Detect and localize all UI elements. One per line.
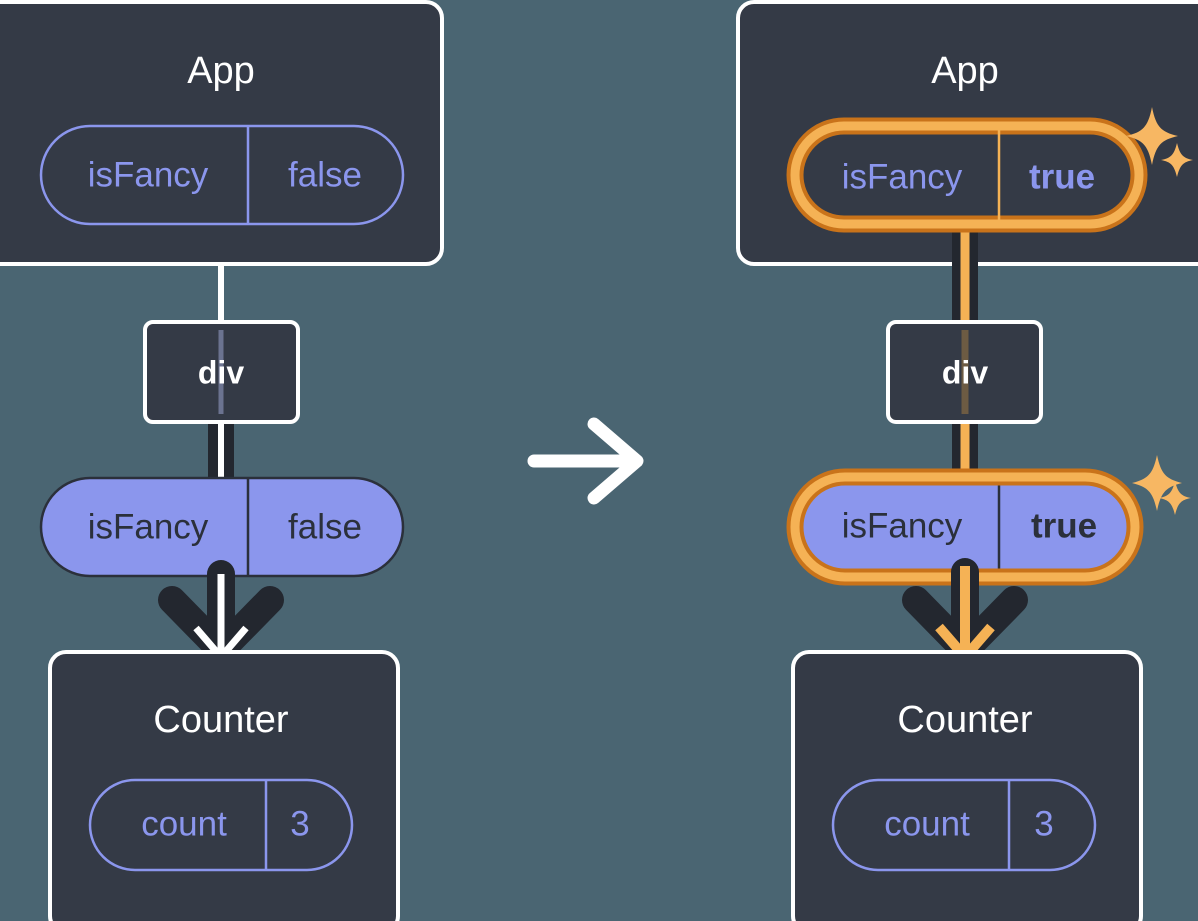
before-prop-pill: isFancy false — [39, 476, 405, 578]
after-counter-pill-value: 3 — [1034, 804, 1053, 843]
before-counter-card: Counter — [48, 650, 400, 921]
after-counter-state-pill: count 3 — [831, 778, 1097, 872]
before-div-box: div — [143, 320, 300, 424]
before-div-label: div — [198, 354, 244, 390]
after-app-pill-name: isFancy — [842, 157, 963, 196]
after-prop-pill-value: true — [1031, 506, 1097, 545]
before-app-card: App — [0, 0, 444, 266]
before-prop-pill-value: false — [288, 507, 362, 546]
after-diagram: App isFancy true — [736, 0, 1198, 921]
before-app-pill-value: false — [288, 155, 362, 194]
after-app-title: App — [931, 50, 999, 92]
after-counter-pill-name: count — [884, 804, 970, 843]
before-app-title: App — [187, 50, 255, 92]
sparkle-app-small — [1161, 143, 1193, 177]
transition-arrow-icon — [527, 417, 644, 505]
after-div-box: div — [886, 320, 1043, 424]
before-counter-title: Counter — [153, 699, 289, 741]
before-arrow-to-counter — [158, 560, 284, 664]
sparkle-prop-small — [1159, 481, 1191, 515]
before-counter-state-pill: count 3 — [88, 778, 354, 872]
after-app-pill-value: true — [1029, 157, 1095, 196]
sparkle-app-large — [1126, 107, 1178, 165]
after-div-label: div — [942, 354, 988, 390]
after-app-pill-highlight-inner — [790, 121, 1144, 229]
after-app-state-pill: isFancy true — [786, 117, 1148, 233]
before-diagram: App isFancy false div isFancy false — [0, 0, 444, 921]
before-app-pill-name: isFancy — [88, 155, 209, 194]
after-counter-card: Counter — [791, 650, 1143, 921]
after-prop-pill-name: isFancy — [842, 506, 963, 545]
before-prop-pill-name: isFancy — [88, 507, 209, 546]
after-counter-title: Counter — [897, 699, 1033, 741]
before-app-state-pill: isFancy false — [39, 124, 405, 226]
before-counter-pill-value: 3 — [290, 804, 309, 843]
sparkle-prop-large — [1132, 455, 1182, 511]
after-prop-pill: isFancy true — [786, 468, 1144, 586]
before-counter-pill-name: count — [141, 804, 227, 843]
